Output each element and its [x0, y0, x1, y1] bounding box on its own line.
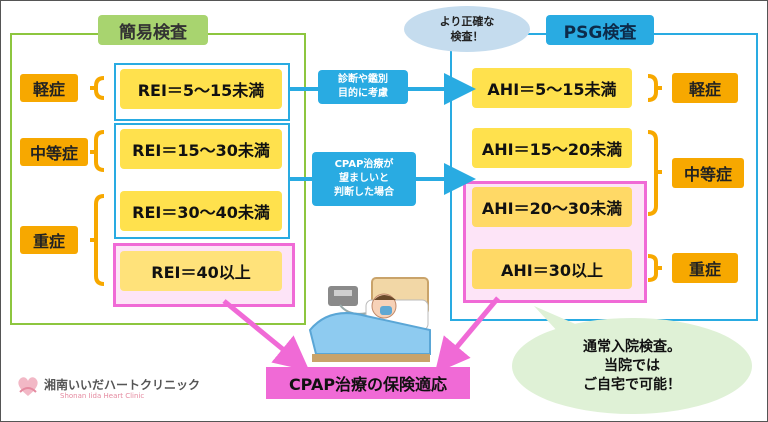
ahi-value-severe: AHI＝30以上 — [472, 249, 632, 289]
bracket-right-severe — [647, 254, 662, 282]
ahi-value-mild: AHI＝5～15未満 — [472, 68, 632, 108]
clinic-logo-subtitle: Shonan Iida Heart Clinic — [60, 392, 145, 400]
rei-value-mild: REI＝5～15未満 — [120, 69, 282, 109]
accuracy-bubble-line1: より正確な — [439, 15, 495, 28]
home-test-bubble-line2: 当院では — [604, 357, 660, 374]
rei-value-very-severe: REI＝40以上 — [120, 251, 282, 291]
home-test-bubble: 通常入院検査。 当院では ご自宅で可能！ — [512, 318, 752, 414]
simple-cpap-highlight — [114, 123, 290, 239]
arrow-middle-label: CPAP治療が 望ましいと 判断した場合 — [312, 152, 416, 206]
simple-severe-label: 重症 — [20, 226, 78, 254]
home-test-bubble-line1: 通常入院検査。 — [583, 338, 681, 355]
rei-value-moderate: REI＝15～30未満 — [120, 129, 282, 169]
simple-mild-highlight — [114, 63, 290, 121]
arrow-pink-left — [222, 299, 310, 372]
bracket-right-mild — [647, 74, 662, 102]
arrow-pink-right — [434, 296, 500, 374]
arrow-top-label-line1: 診断や鑑別 — [338, 74, 388, 85]
accuracy-bubble-line2: 検査！ — [450, 30, 484, 43]
simple-moderate-label: 中等症 — [20, 138, 88, 166]
accuracy-bubble: より正確な 検査！ — [404, 6, 530, 52]
arrow-middle-label-line2: 望ましいと — [339, 173, 389, 184]
patient-illustration — [308, 277, 431, 362]
ahi-value-moderate-high: AHI＝20～30未満 — [472, 187, 632, 227]
psg-mild-label: 軽症 — [672, 73, 738, 103]
arrow-top-label: 診断や鑑別 目的に考慮 — [318, 70, 408, 104]
simple-mild-label: 軽症 — [20, 74, 78, 102]
psg-severe-label: 重症 — [672, 253, 738, 283]
bracket-left-mild — [90, 76, 105, 100]
bracket-left-severe — [90, 194, 105, 286]
bracket-left-moderate — [90, 130, 105, 172]
rei-value-severe: REI＝30～40未満 — [120, 191, 282, 231]
bracket-right-moderate — [647, 130, 662, 216]
arrow-middle-label-line1: CPAP治療が — [334, 159, 394, 170]
home-test-bubble-line3: ご自宅で可能！ — [583, 376, 681, 393]
clinic-logo-icon — [18, 377, 38, 396]
psg-moderate-label: 中等症 — [672, 158, 744, 188]
arrow-top-label-line2: 目的に考慮 — [338, 88, 388, 99]
simple-test-title: 簡易検査 — [98, 15, 208, 45]
arrow-middle-label-line3: 判断した場合 — [334, 187, 394, 198]
ahi-value-moderate-low: AHI＝15～20未満 — [472, 128, 632, 168]
clinic-logo-name: 湘南いいだハートクリニック — [44, 378, 201, 392]
psg-test-title: PSG検査 — [546, 15, 654, 45]
cpap-insurance-result: CPAP治療の保険適応 — [266, 367, 470, 399]
